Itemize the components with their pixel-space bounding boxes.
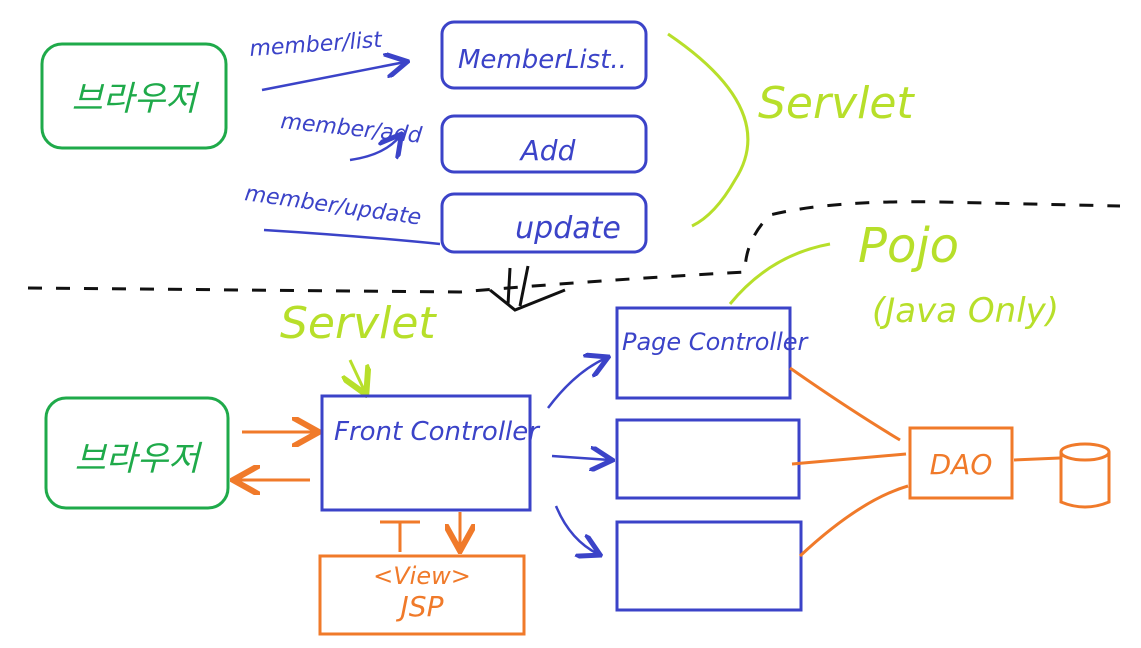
dao-box (908, 426, 1014, 500)
route-url-update: member/update (243, 181, 423, 231)
pojo-pointer (728, 242, 831, 305)
dispatch-arrow-2 (551, 456, 610, 460)
section-divider (27, 200, 1121, 312)
servlet-group-label: Servlet (758, 78, 915, 129)
servlet-box-add (440, 114, 648, 174)
route-url-add: member/add (279, 109, 424, 149)
bottom-browser-box (44, 396, 230, 510)
dispatch-arrow-1 (547, 358, 606, 409)
servlet-label-list: MemberList.. (458, 45, 627, 75)
view-arrow-up (380, 520, 420, 552)
dao-line-2 (791, 452, 907, 466)
jsp-box (318, 554, 526, 636)
dao-line-1 (789, 366, 901, 442)
database-icon (1059, 442, 1111, 509)
front-controller-label: Front Controller (334, 417, 541, 447)
dispatch-arrow-3 (554, 505, 598, 554)
pojo-sub-label: (Java Only) (872, 291, 1059, 331)
route-arrow-list (261, 62, 405, 92)
front-servlet-arrow (350, 359, 365, 392)
page-controller-label: Page Controller (622, 328, 810, 356)
front-servlet-label: Servlet (280, 298, 437, 349)
pojo-label: Pojo (858, 218, 959, 274)
jsp-view-label: <View> (373, 562, 471, 590)
servlet-group-brace (667, 32, 750, 228)
bottom-section: 브라우저 Servlet Front Controller Page Contr… (44, 218, 1111, 636)
route-arrow-update (263, 228, 441, 246)
top-section: 브라우저 member/list member/add member/updat… (40, 20, 915, 254)
db-link (1013, 456, 1061, 462)
page-controller-box-3 (615, 520, 803, 612)
servlet-box-list (440, 20, 648, 90)
route-arrow-add (349, 136, 400, 162)
bottom-browser-label: 브라우저 (74, 439, 203, 479)
route-url-list: member/list (249, 28, 384, 62)
top-browser-label: 브라우저 (71, 79, 200, 119)
page-controller-box-2 (615, 418, 801, 500)
dao-line-3 (798, 484, 909, 558)
servlet-label-update: update (515, 211, 621, 246)
dao-label: DAO (930, 448, 993, 481)
jsp-label: JSP (396, 590, 444, 623)
page-controller-box (615, 306, 792, 400)
servlet-box-update (440, 192, 648, 254)
front-controller-box (320, 394, 532, 512)
top-browser-box (40, 42, 228, 150)
servlet-label-add: Add (519, 134, 576, 167)
transition-arrow (489, 265, 566, 312)
